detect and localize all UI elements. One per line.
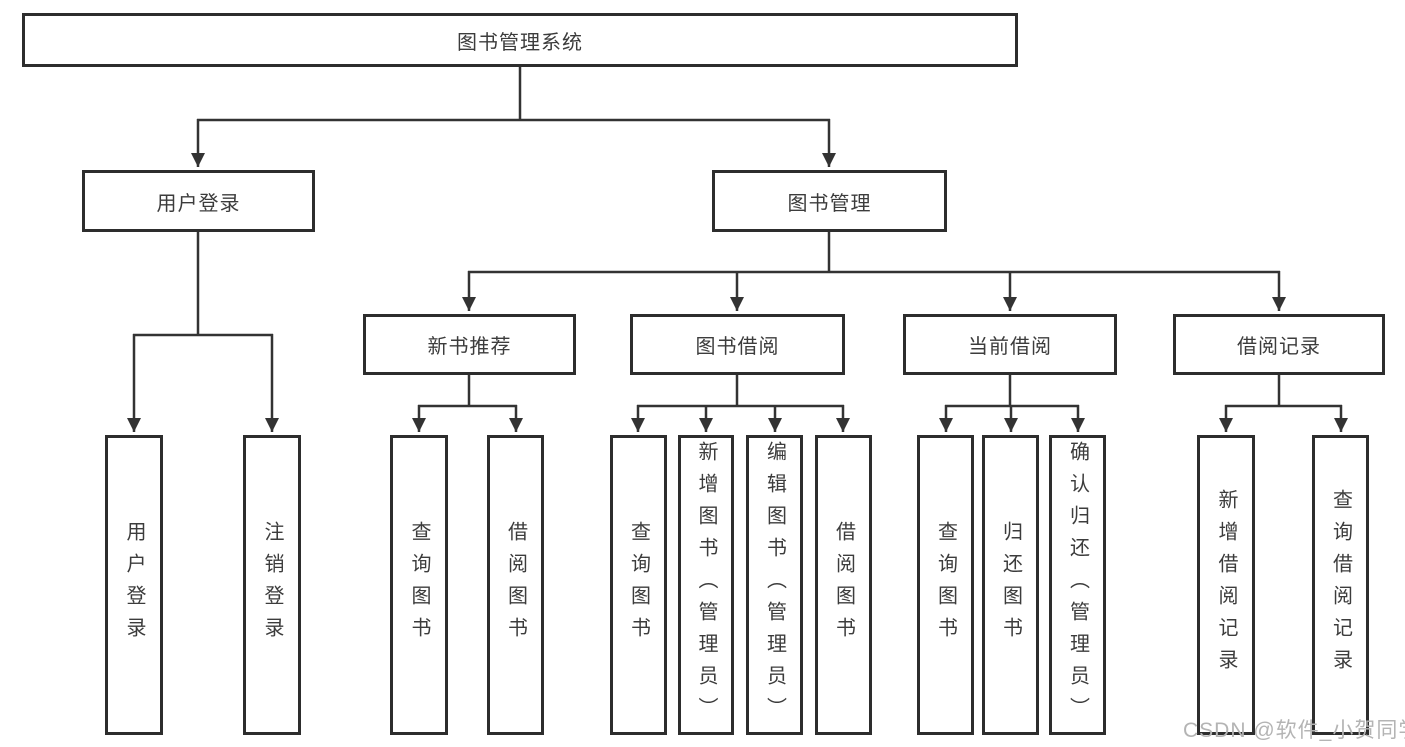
leaf-query-books-borrow: 查询图书 xyxy=(610,435,667,735)
leaf-label: 查询图书 xyxy=(627,521,650,649)
node-label: 当前借阅 xyxy=(968,336,1052,358)
node-label: 用户登录 xyxy=(156,192,241,215)
leaf-label: 归还图书 xyxy=(999,521,1022,649)
node-label: 图书借阅 xyxy=(695,336,780,358)
node-borrow-records: 借阅记录 xyxy=(1173,314,1385,375)
leaf-borrow-books-recommend: 借阅图书 xyxy=(487,435,544,735)
node-new-book-recommend: 新书推荐 xyxy=(363,314,576,375)
node-library-management-system: 图书管理系统 xyxy=(22,13,1018,67)
node-current-borrow: 当前借阅 xyxy=(903,314,1117,375)
leaf-label: 查询图书 xyxy=(934,521,957,649)
node-label: 图书管理 xyxy=(787,192,872,215)
leaf-query-books-recommend: 查询图书 xyxy=(390,435,448,735)
leaf-confirm-return-admin: 确认归还（管理员） xyxy=(1049,435,1106,735)
leaf-add-book-admin: 新增图书（管理员） xyxy=(678,435,734,735)
leaf-add-borrow-record: 新增借阅记录 xyxy=(1197,435,1255,735)
leaf-label: 用户登录 xyxy=(123,521,145,649)
leaf-return-books: 归还图书 xyxy=(982,435,1039,735)
leaf-label: 查询图书 xyxy=(408,521,430,649)
leaf-query-books-current: 查询图书 xyxy=(917,435,974,735)
leaf-label: 确认归还（管理员） xyxy=(1066,441,1089,729)
leaf-user-login: 用户登录 xyxy=(105,435,163,735)
leaf-logout-login: 注销登录 xyxy=(243,435,301,735)
leaf-borrow-books: 借阅图书 xyxy=(815,435,872,735)
leaf-label: 新增图书（管理员） xyxy=(695,441,717,729)
leaf-label: 借阅图书 xyxy=(504,521,527,649)
leaf-label: 注销登录 xyxy=(261,521,283,649)
node-book-management: 图书管理 xyxy=(712,170,947,232)
node-book-borrow: 图书借阅 xyxy=(630,314,845,375)
node-label: 借阅记录 xyxy=(1237,336,1321,358)
leaf-label: 编辑图书（管理员） xyxy=(763,441,786,729)
leaf-label: 新增借阅记录 xyxy=(1215,489,1237,681)
leaf-query-borrow-record: 查询借阅记录 xyxy=(1312,435,1369,735)
leaf-label: 借阅图书 xyxy=(832,521,855,649)
leaf-label: 查询借阅记录 xyxy=(1329,489,1352,681)
csdn-watermark: CSDN @软件_小贺同学 xyxy=(1183,719,1405,742)
node-label: 图书管理系统 xyxy=(457,31,583,54)
node-user-login: 用户登录 xyxy=(82,170,315,232)
leaf-edit-book-admin: 编辑图书（管理员） xyxy=(746,435,803,735)
node-label: 新书推荐 xyxy=(427,336,512,358)
